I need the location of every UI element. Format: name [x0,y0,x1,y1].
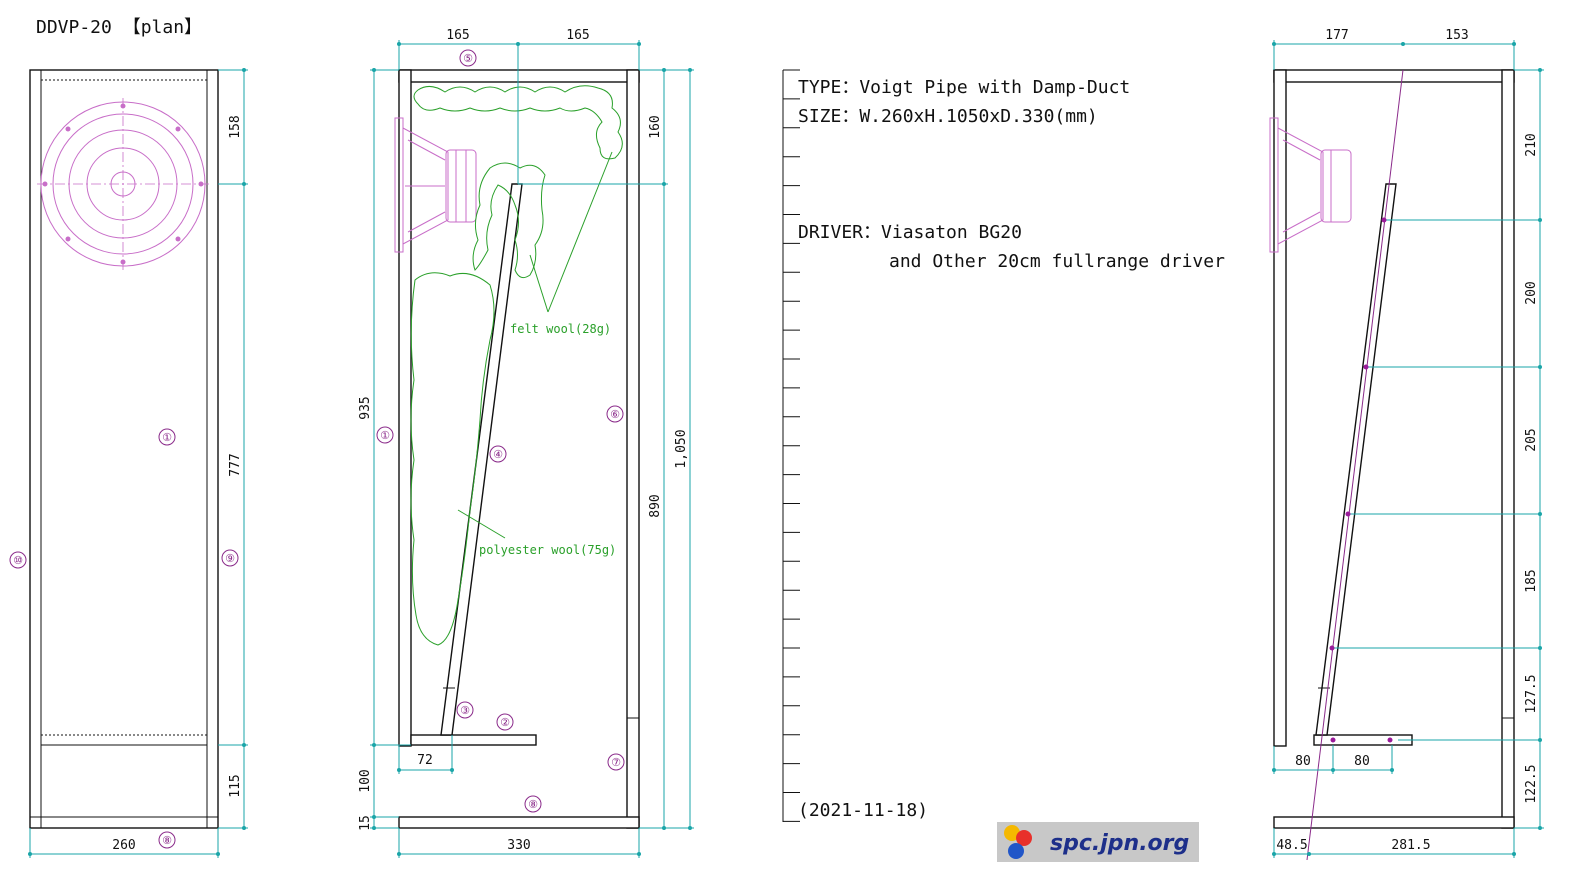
section-dim-b2: 80 [1354,754,1370,769]
section-dim-b1: 80 [1295,754,1311,769]
section-dim-top-right: 153 [1445,28,1468,43]
side-dim-bottom-b: 15 [358,815,373,831]
side-dim-right-top: 160 [648,115,663,138]
logo-mark-icon [1004,825,1032,859]
side-dim-total: 1,050 [674,429,689,468]
side-part-6: ⑥ [610,408,620,421]
front-part-9: ⑨ [225,552,235,565]
side-dim-top-right: 165 [566,28,589,43]
front-dim-width: 260 [112,838,135,853]
driver-side-icon [394,117,477,253]
front-part-10: ⑩ [13,554,23,567]
polyester-wool-fill [410,272,495,646]
driver-front-icon [37,98,209,270]
driver-section-icon [1269,117,1352,253]
front-inner [40,69,208,829]
site-logo: spc.jpn.org [997,822,1199,862]
spec-driver-2: and Other 20cm fullrange driver [889,251,1225,272]
front-dim-top: 158 [228,115,243,138]
section-dim-r4: 185 [1524,569,1539,592]
front-baffle [398,69,412,747]
front-part-1: ① [162,431,172,444]
side-dim-base-offset: 72 [417,753,433,768]
side-dim-height-inner: 935 [358,396,373,419]
ruler-ticks [783,69,800,822]
side-part-1: ① [380,429,390,442]
damp-duct-panel [440,183,523,736]
side-part-5: ⑤ [463,52,473,65]
section-dim-top-left: 177 [1325,28,1348,43]
side-part-3: ③ [460,704,470,717]
section-view: 210 200 205 185 127.5 122.5 177 153 80 8… [1269,28,1544,861]
felt-wool-fill [413,85,623,279]
base-panel [398,816,640,829]
spec-size: SIZE：W.260xH.1050xD.330(mm) [798,106,1098,127]
side-part-4: ④ [493,448,503,461]
spec-block: TYPE：Voigt Pipe with Damp-Duct SIZE：W.26… [782,69,1225,822]
polyester-wool-label: polyester wool(75g) [479,543,616,557]
section-dim-r2: 200 [1524,281,1539,304]
side-dim-top-left: 165 [446,28,469,43]
side-dim-right-mid: 890 [648,494,663,517]
front-part-8: ⑧ [162,834,172,847]
spec-date: (2021-11-18) [798,800,928,821]
side-dim-bottom-a: 100 [358,769,373,792]
side-part-2: ② [500,716,510,729]
section-dim-r6: 122.5 [1524,764,1539,803]
section-dim-r5: 127.5 [1524,674,1539,713]
side-part-7: ⑦ [611,756,621,769]
bottom-shelf [410,734,537,746]
section-dim-r3: 205 [1524,428,1539,451]
section-dim-bottom-left: 48.5 [1276,838,1307,853]
plan-title: DDVP-20 【plan】 [36,17,202,38]
front-dim-mid: 777 [228,453,243,476]
felt-wool-label: felt wool(28g) [510,322,611,336]
top-panel [398,69,640,83]
logo-text: spc.jpn.org [1050,831,1189,856]
section-dim-bottom-right: 281.5 [1391,838,1430,853]
front-dim-bottom: 115 [228,774,243,797]
spec-driver: DRIVER：Viasaton BG20 [798,222,1022,243]
front-view: ① ⑧ ⑨ ⑩ 158 777 115 260 [9,68,248,858]
spec-type: TYPE：Voigt Pipe with Damp-Duct [798,77,1130,98]
side-view: felt wool(28g) polyester wool(75g) ⑤ ① ④… [358,28,694,858]
side-part-8: ⑧ [528,798,538,811]
port-hatch [40,744,208,818]
section-dim-r1: 210 [1524,133,1539,156]
side-dim-depth: 330 [507,838,530,853]
